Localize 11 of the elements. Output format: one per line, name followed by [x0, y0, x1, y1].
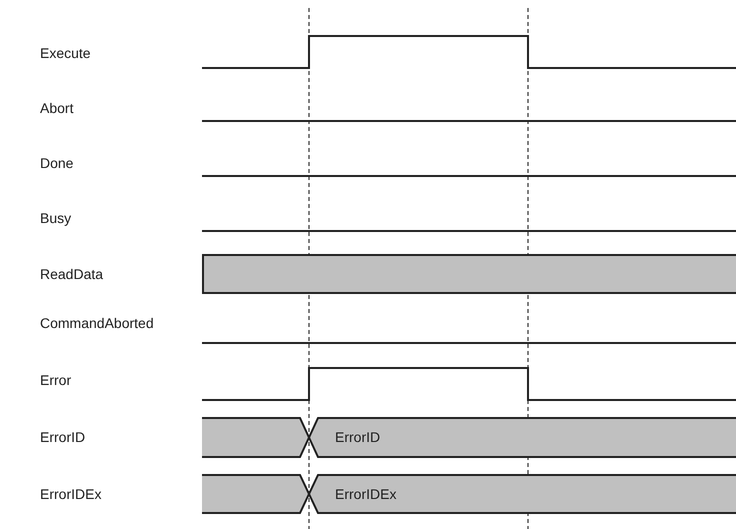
signal-name: Error	[40, 372, 72, 388]
signal-name: Execute	[40, 45, 91, 61]
bus-value-label: ErrorIDEx	[335, 486, 396, 502]
bus-value-label: ErrorID	[335, 429, 380, 445]
signal-name: ErrorID	[40, 429, 86, 445]
signal-name: Abort	[40, 100, 74, 116]
signal-name: ReadData	[40, 266, 104, 282]
signal-name: Done	[40, 155, 74, 171]
signal-name: CommandAborted	[40, 315, 154, 331]
signal-name: ErrorIDEx	[40, 486, 102, 502]
signal-name: Busy	[40, 210, 72, 226]
